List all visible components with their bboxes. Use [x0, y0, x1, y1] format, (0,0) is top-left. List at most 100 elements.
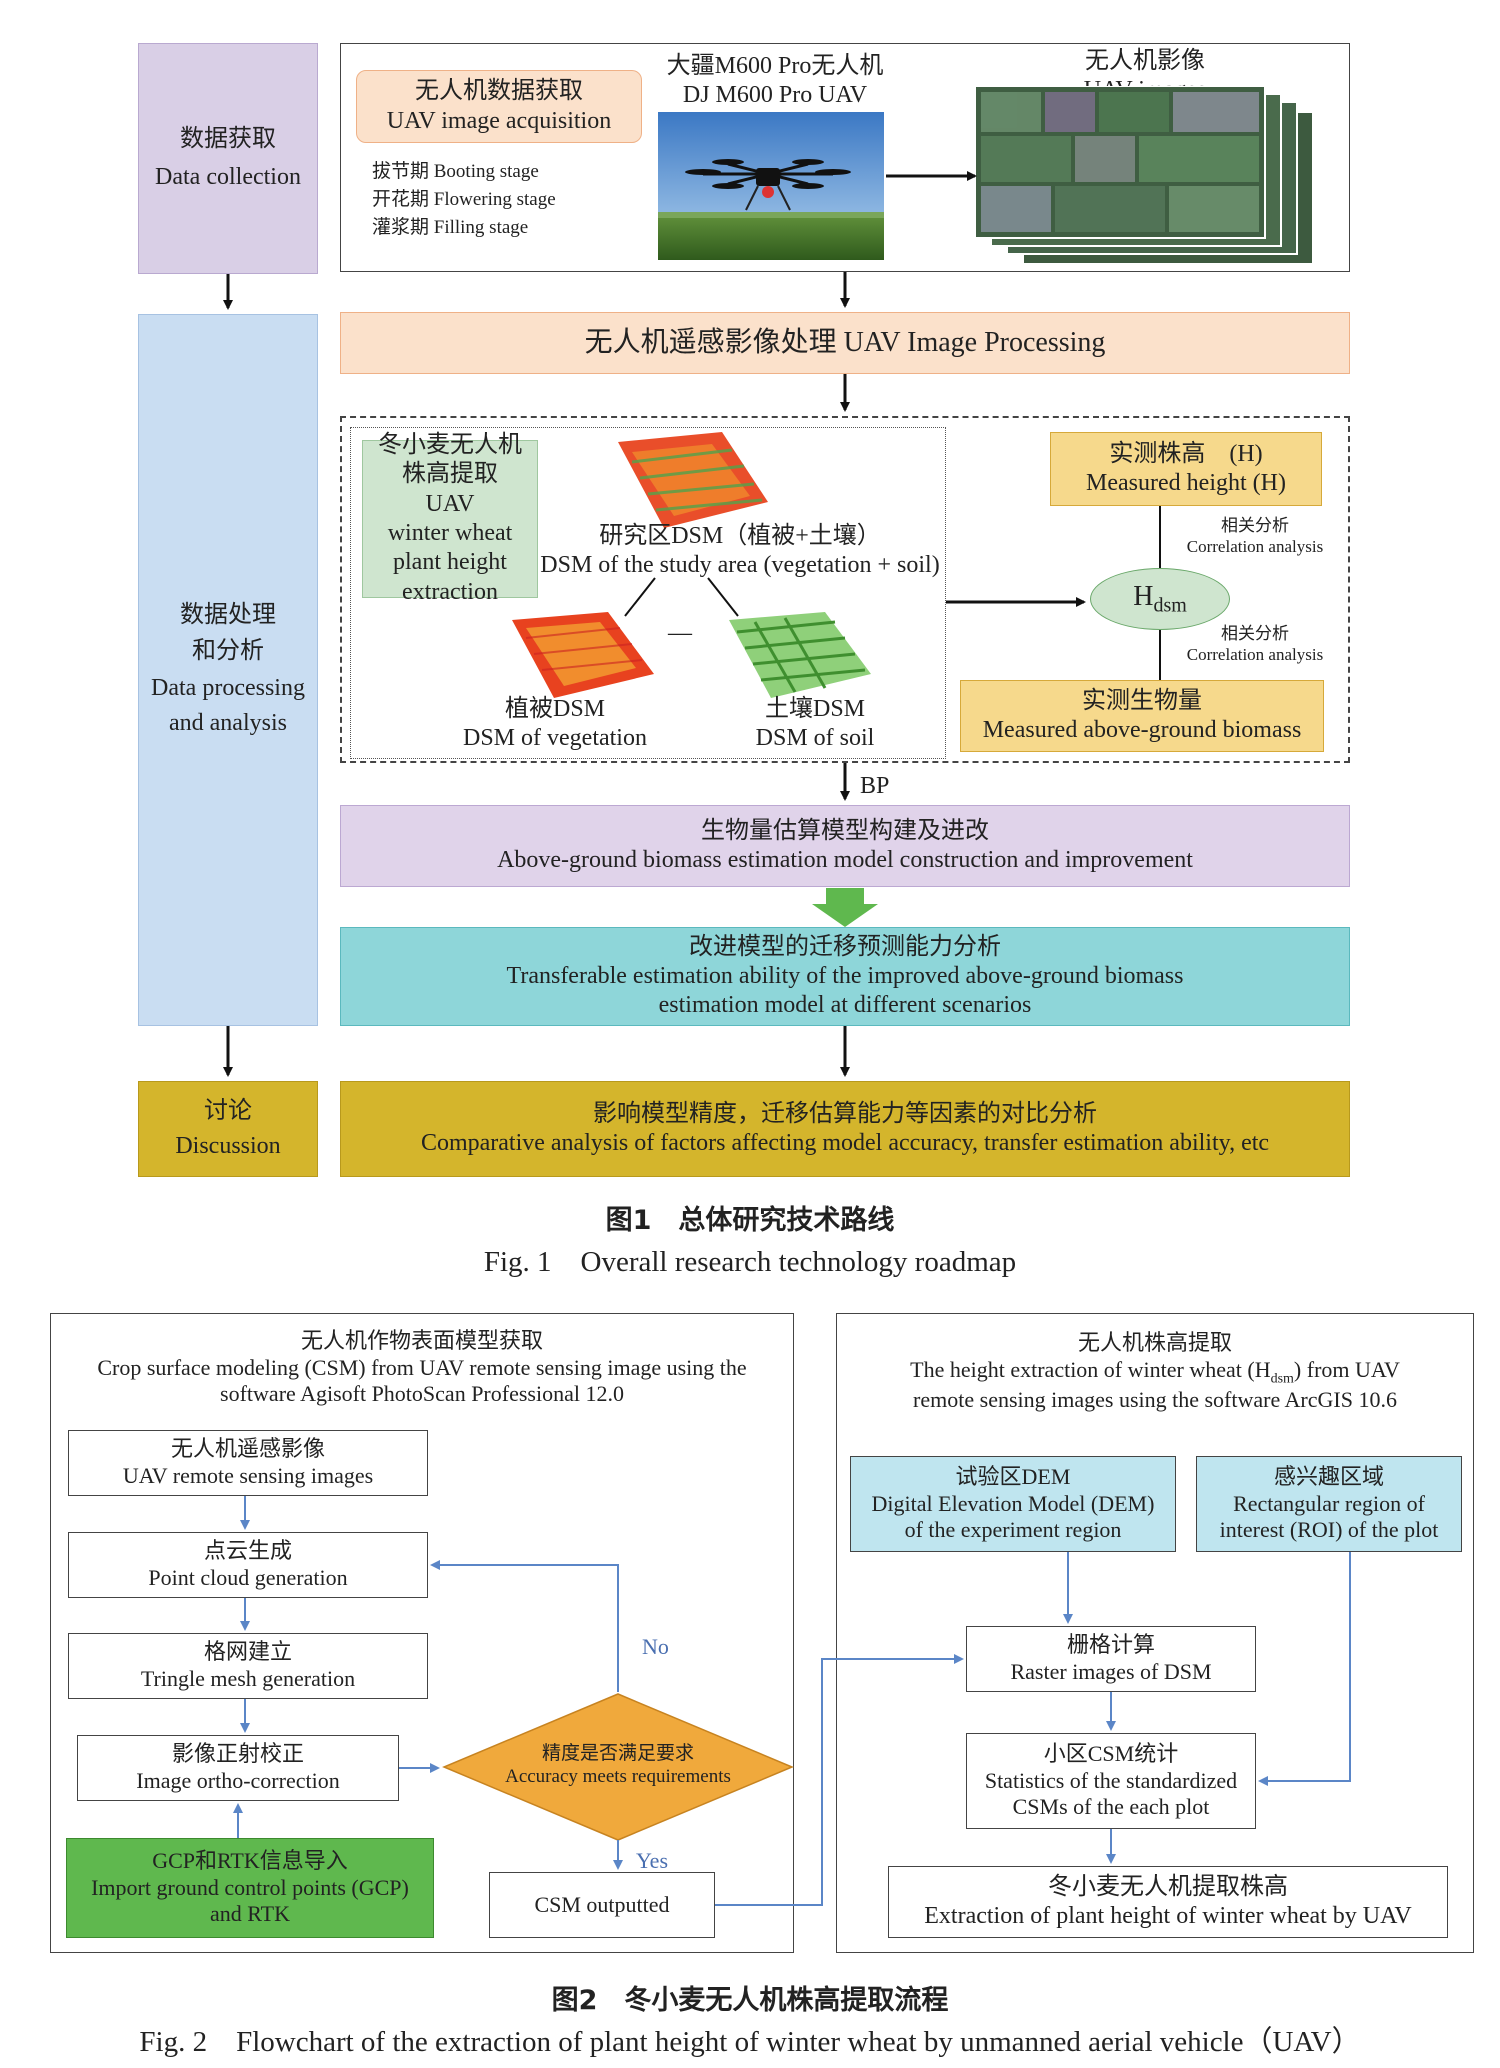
raster-box: 栅格计算 Raster images of DSM — [966, 1626, 1256, 1692]
accuracy-en: Accuracy meets requirements — [505, 1766, 731, 1787]
uav-label-zh: 大疆M600 Pro无人机 — [666, 52, 884, 79]
data-collection-zh: 数据获取 — [180, 126, 276, 153]
height-extraction-box: 冬小麦无人机 株高提取 UAV winter wheat plant heigh… — [362, 432, 538, 605]
dsm-soil-zh: 土壤DSM — [764, 695, 866, 722]
transfer-en1: Transferable estimation ability of the i… — [506, 962, 1184, 989]
raster-en: Raster images of DSM — [1010, 1659, 1212, 1684]
transfer-zh: 改进模型的迁移预测能力分析 — [689, 933, 1001, 960]
rs-images-zh: 无人机遥感影像 — [170, 1436, 325, 1462]
height-extraction-l6: extraction — [402, 578, 498, 605]
correlation-top-zh: 相关分析 — [1221, 516, 1289, 536]
roi-en1: Rectangular region of — [1233, 1490, 1425, 1516]
data-processing-box: 数据处理 和分析 Data processing and analysis — [138, 314, 318, 1026]
dem-en1: Digital Elevation Model (DEM) — [871, 1490, 1155, 1516]
height-title-sub: dsm — [1270, 1371, 1294, 1387]
no-label: No — [642, 1634, 669, 1659]
data-processing-zh2: 和分析 — [192, 637, 264, 664]
dsm-vegetation-image — [512, 612, 654, 698]
discussion-zh: 讨论 — [204, 1097, 252, 1124]
transfer-en2: estimation model at different scenarios — [658, 992, 1032, 1019]
fig2-caption-zh: 图2 冬小麦无人机株高提取流程 — [551, 1985, 949, 2016]
data-collection-box: 数据获取 Data collection — [138, 43, 318, 274]
comparative-zh: 影响模型精度，迁移估算能力等因素的对比分析 — [593, 1100, 1097, 1127]
height-title-en1b: ) from UAV — [1293, 1356, 1400, 1382]
dem-zh: 试验区DEM — [955, 1463, 1071, 1489]
point-cloud-en: Point cloud generation — [148, 1565, 348, 1590]
raster-zh: 栅格计算 — [1066, 1632, 1155, 1658]
ortho-en: Image ortho-correction — [136, 1768, 340, 1793]
stage-booting: 拔节期 Booting stage — [372, 161, 539, 182]
dsm-soil-label: 土壤DSM DSM of soil — [700, 692, 930, 756]
stats-en1: Statistics of the standardized — [984, 1767, 1238, 1793]
height-title-zh: 无人机株高提取 — [1077, 1329, 1232, 1355]
accuracy-zh: 精度是否满足要求 — [541, 1742, 694, 1764]
measured-biomass-box: 实测生物量 Measured above-ground biomass — [960, 680, 1324, 752]
stats-en2: CSMs of the each plot — [1012, 1794, 1210, 1820]
hdsm-label: Hdsm — [1133, 580, 1187, 618]
green-block-arrow — [812, 888, 878, 927]
csm-title-en1: Crop surface modeling (CSM) from UAV rem… — [97, 1354, 747, 1380]
uav-images-zh: 无人机影像 — [1085, 47, 1205, 74]
dsm-study-area-image — [618, 432, 768, 528]
dsm-study-area-zh: 研究区DSM（植被+土壤） — [599, 522, 881, 549]
height-extraction-l4: winter wheat — [387, 520, 513, 546]
dsm-vegetation-en: DSM of vegetation — [463, 725, 647, 751]
fig1-caption-zh: 图1 总体研究技术路线 — [605, 1205, 895, 1236]
comparative-en: Comparative analysis of factors affectin… — [420, 1130, 1270, 1156]
uav-image-stack — [975, 86, 1314, 265]
measured-height-zh: 实测株高 (H) — [1109, 440, 1263, 467]
mesh-zh: 格网建立 — [203, 1639, 292, 1665]
comparative-analysis-box: 影响模型精度，迁移估算能力等因素的对比分析 Comparative analys… — [340, 1081, 1350, 1177]
roi-box: 感兴趣区域 Rectangular region of interest (RO… — [1196, 1456, 1462, 1552]
height-extraction-l3: UAV — [425, 490, 475, 517]
rs-images-en: UAV remote sensing images — [122, 1463, 374, 1488]
yes-label: Yes — [636, 1848, 669, 1873]
height-title-en1a: The height extraction of winter wheat (H — [910, 1356, 1271, 1382]
transfer-analysis-box: 改进模型的迁移预测能力分析 Transferable estimation ab… — [340, 927, 1350, 1026]
uav-photo — [658, 112, 884, 260]
height-extraction-l1: 冬小麦无人机 — [378, 432, 522, 459]
analysis-dashed-frame — [340, 416, 1350, 763]
model-construction-zh: 生物量估算模型构建及进改 — [701, 817, 989, 844]
model-construction-box: 生物量估算模型构建及进改 Above-ground biomass estima… — [340, 805, 1350, 887]
measured-height-box: 实测株高 (H) Measured height (H) — [1050, 432, 1322, 506]
correlation-bottom-zh: 相关分析 — [1221, 624, 1289, 644]
minus-sign: — — [668, 620, 692, 646]
dsm-dotted-frame — [350, 427, 946, 759]
dsm-vegetation-label: 植被DSM DSM of vegetation — [440, 692, 670, 756]
gcp-en2: and RTK — [210, 1901, 290, 1927]
gcp-box: GCP和RTK信息导入 Import ground control points… — [66, 1838, 434, 1938]
uav-label-en: DJ M600 Pro UAV — [682, 82, 868, 108]
hdsm-ellipse: Hdsm — [1090, 568, 1230, 630]
final-box: 冬小麦无人机提取株高 Extraction of plant height of… — [888, 1866, 1448, 1938]
image-processing-label: 无人机遥感影像处理 UAV Image Processing — [584, 326, 1106, 358]
height-title-en1: The height extraction of winter wheat (H… — [910, 1357, 1400, 1387]
uav-acquisition-en: UAV image acquisition — [386, 107, 612, 134]
model-construction-en: Above-ground biomass estimation model co… — [497, 847, 1193, 873]
roi-en2: interest (ROI) of the plot — [1219, 1517, 1439, 1543]
height-title-en2: remote sensing images using the software… — [913, 1387, 1397, 1413]
dsm-vegetation-zh: 植被DSM — [504, 695, 606, 722]
roi-zh: 感兴趣区域 — [1273, 1463, 1384, 1489]
fig1-caption-en: Fig. 1 Overall research technology roadm… — [483, 1246, 1017, 1278]
dsm-soil-en: DSM of soil — [755, 725, 875, 751]
csm-output-box: CSM outputted — [489, 1872, 715, 1938]
csm-title: 无人机作物表面模型获取 Crop surface modeling (CSM) … — [52, 1327, 792, 1407]
discussion-en: Discussion — [175, 1133, 281, 1159]
hdsm-main: H — [1133, 581, 1154, 612]
uav-acquisition-box: 无人机数据获取 UAV image acquisition — [356, 70, 642, 143]
data-processing-en2: and analysis — [169, 710, 287, 737]
stats-box: 小区CSM统计 Statistics of the standardized C… — [966, 1733, 1256, 1829]
hdsm-sub: dsm — [1153, 594, 1187, 617]
accuracy-label: 精度是否满足要求 Accuracy meets requirements — [480, 1735, 756, 1795]
csm-frame — [50, 1313, 794, 1953]
final-zh: 冬小麦无人机提取株高 — [1048, 1873, 1288, 1900]
correlation-bottom-en: Correlation analysis — [1186, 645, 1324, 664]
measured-biomass-zh: 实测生物量 — [1082, 687, 1202, 714]
csm-title-zh: 无人机作物表面模型获取 — [300, 1327, 543, 1353]
stage-flowering: 开花期 Flowering stage — [372, 189, 556, 210]
stage-filling: 灌浆期 Filling stage — [372, 217, 529, 238]
correlation-top-en: Correlation analysis — [1186, 537, 1324, 556]
stats-zh: 小区CSM统计 — [1043, 1740, 1179, 1766]
height-title: 无人机株高提取 The height extraction of winter … — [838, 1330, 1472, 1412]
